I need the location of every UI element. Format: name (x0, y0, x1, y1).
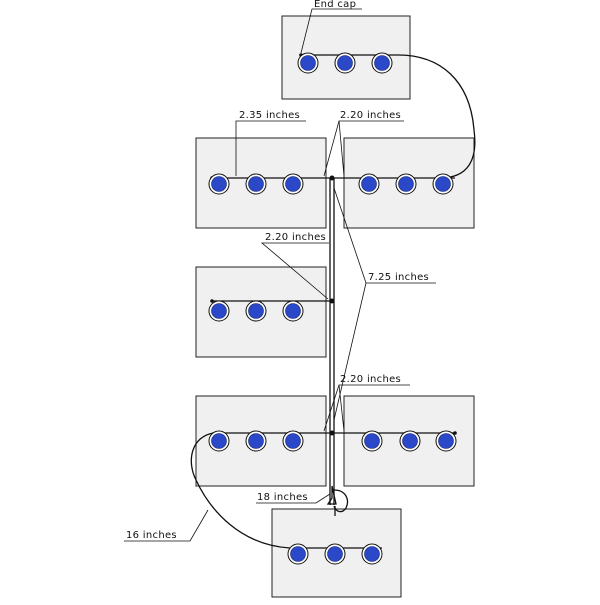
leader-lead-length (256, 493, 331, 504)
light (208, 300, 230, 322)
label-end-cap: End cap (314, 0, 356, 10)
label-lead-length: 18 inches (257, 492, 308, 503)
light (371, 52, 393, 74)
label-middle-spacing: 2.20 inches (265, 232, 326, 243)
leader-end-cap (300, 8, 362, 54)
light (282, 173, 304, 195)
label-trunk-length: 7.25 inches (368, 272, 429, 283)
light (432, 173, 454, 195)
end-cap-middle (210, 299, 214, 303)
label-bottom-junction-spacing: 2.20 inches (340, 374, 401, 385)
leader-bottom-junction-b (338, 384, 345, 432)
jumper-wire (190, 432, 382, 549)
plug (326, 485, 337, 505)
junction-upper (329, 175, 335, 181)
labels: End cap 2.35 inches 2.20 inches 2.20 inc… (126, 0, 429, 541)
light (245, 300, 267, 322)
leader-left-spacing (235, 120, 306, 176)
lead-loop (333, 489, 349, 513)
leader-middle-spacing (260, 242, 329, 300)
light (361, 543, 383, 565)
light (245, 430, 267, 452)
junction-middle (329, 298, 335, 304)
top-loop-wire (301, 54, 476, 179)
light (324, 543, 346, 565)
light (297, 52, 319, 74)
junction-lower (329, 430, 335, 436)
leader-trunk-b (333, 282, 367, 421)
light (395, 173, 417, 195)
light (334, 52, 356, 74)
light (282, 430, 304, 452)
label-left-spacing: 2.35 inches (239, 110, 300, 121)
light (399, 430, 421, 452)
light (208, 430, 230, 452)
light (358, 173, 380, 195)
light (361, 430, 383, 452)
label-jumper-length: 16 inches (126, 530, 177, 541)
label-top-junction-spacing: 2.20 inches (340, 110, 401, 121)
light (245, 173, 267, 195)
light (208, 173, 230, 195)
light (435, 430, 457, 452)
lights (208, 52, 457, 565)
leader-top-junction-b (338, 120, 345, 177)
light (287, 543, 309, 565)
light (282, 300, 304, 322)
end-cap-lower-right (453, 431, 457, 435)
leader-jumper-length (124, 509, 209, 542)
leaders (124, 8, 436, 542)
